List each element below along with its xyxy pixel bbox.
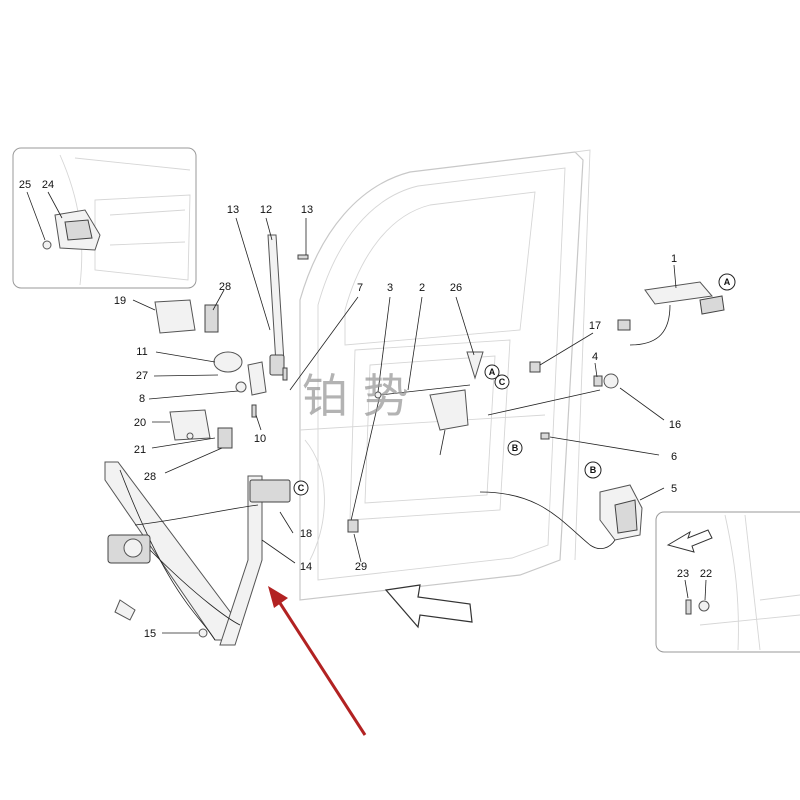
part-label-21: 21: [134, 444, 146, 456]
part-label-8: 8: [139, 393, 145, 405]
part-label-3: 3: [387, 282, 393, 294]
callout-a-2-text: A: [489, 367, 496, 377]
part-label-23: 23: [677, 568, 689, 580]
callout-c-2-text: C: [298, 483, 305, 493]
lock-and-rods: [347, 351, 541, 533]
callout-b-2: B: [507, 440, 523, 456]
part-label-16: 16: [669, 419, 681, 431]
callout-b-1: B: [584, 461, 602, 479]
direction-arrow-inset: [666, 529, 713, 553]
watermark-text: 铂 势: [302, 369, 409, 423]
exterior-handle-parts: [154, 254, 309, 449]
interior-cable-and-lock: [479, 281, 725, 550]
callout-a-1: A: [718, 273, 736, 291]
part-label-27: 27: [136, 370, 148, 382]
part-label-26: 26: [450, 282, 462, 294]
part-label-4: 4: [592, 351, 598, 363]
part-label-11: 11: [136, 346, 147, 358]
leader-lines: [132, 217, 677, 634]
part-label-13a: 13: [227, 204, 239, 216]
door-outline: [299, 149, 591, 601]
callout-a-2: A: [484, 364, 500, 380]
part-label-13b: 13: [301, 204, 313, 216]
part-label-18: 18: [300, 528, 312, 540]
part-label-28a: 28: [219, 281, 231, 293]
callout-c-2: C: [293, 480, 309, 496]
part-label-10: 10: [254, 433, 266, 445]
glass-run-channel: [267, 234, 285, 376]
part-label-22: 22: [700, 568, 712, 580]
part-label-28b: 28: [144, 471, 156, 483]
part-label-7: 7: [357, 282, 363, 294]
highlight-arrow-red: [268, 586, 367, 736]
callout-c-1: C: [494, 374, 510, 390]
part-label-29: 29: [355, 561, 367, 573]
direction-arrow-main: [384, 584, 473, 629]
part-label-2: 2: [419, 282, 425, 294]
inset-interior-handle: [12, 147, 197, 289]
callout-b-2-text: B: [512, 443, 519, 453]
part-label-15: 15: [144, 628, 156, 640]
part-labels: 1 2 3 4 5 6 7 8 10 11 12 13 13 14 15 16 …: [19, 179, 712, 640]
part-label-19: 19: [114, 295, 126, 307]
part-label-5: 5: [671, 483, 677, 495]
part-label-1: 1: [671, 253, 677, 265]
callout-c-1-text: C: [499, 377, 506, 387]
callout-a-1-text: A: [724, 277, 731, 287]
part-label-12: 12: [260, 204, 272, 216]
part-label-14: 14: [300, 561, 312, 573]
callout-b-1-text: B: [590, 465, 597, 475]
part-label-6: 6: [671, 451, 677, 463]
inset-sill-bolts: [655, 511, 800, 653]
part-label-24: 24: [42, 179, 54, 191]
part-label-17: 17: [589, 320, 601, 332]
window-regulator: [104, 461, 291, 646]
part-label-20: 20: [134, 417, 146, 429]
part-label-25: 25: [19, 179, 31, 191]
